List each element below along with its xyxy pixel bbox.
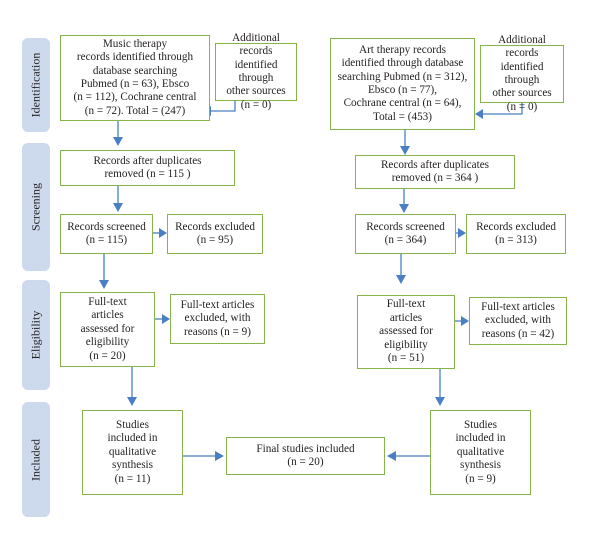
phase-bar-included: Included — [22, 402, 50, 517]
music-fulltext-assessed-text: Full-text articles assessed for eligibil… — [80, 295, 135, 362]
art-fulltext-excluded-box: Full-text articles excluded, with reason… — [469, 297, 567, 345]
art-fulltext-assessed-text: Full-text articles assessed for eligibil… — [379, 298, 433, 365]
music-studies-included-text: Studies included in qualitative synthesi… — [107, 418, 158, 485]
art-studies-included-text: Studies included in qualitative synthesi… — [455, 418, 506, 485]
art-records-screened-box: Records screened (n = 364) — [355, 214, 456, 254]
music-additional-records-text: Additional records identified through ot… — [226, 31, 286, 111]
music-fulltext-assessed-box: Full-text articles assessed for eligibil… — [60, 292, 155, 367]
arrowhead-music-4 — [159, 228, 167, 238]
arrowhead-art-2 — [475, 109, 483, 119]
music-records-identified-text: Music therapy records identified through… — [73, 37, 197, 117]
arrowhead-art-7 — [435, 397, 445, 406]
arrowhead-art-5 — [396, 275, 406, 284]
art-studies-included-box: Studies included in qualitative synthesi… — [430, 410, 531, 495]
art-records-excluded-text: Records excluded (n = 313) — [476, 220, 556, 246]
music-records-screened-text: Records screened (n = 115) — [67, 220, 146, 246]
final-studies-included-text: Final studies included (n = 20) — [256, 442, 355, 468]
music-records-screened-box: Records screened (n = 115) — [60, 214, 153, 254]
arrow-music-additional-to-identified — [210, 101, 236, 112]
music-additional-records-box: Additional records identified through ot… — [215, 32, 297, 111]
art-records-identified-box: Art therapy records identified through d… — [330, 38, 475, 130]
music-records-excluded-text: Records excluded (n = 95) — [175, 220, 255, 246]
art-after-duplicates-text: Records after duplicates removed (n = 36… — [380, 158, 490, 184]
arrowhead-music-7 — [127, 397, 137, 406]
arrowhead-art-3 — [399, 204, 409, 213]
arrowhead-music-8 — [215, 451, 224, 461]
arrowhead-art-6 — [461, 316, 469, 326]
art-additional-records-box: Additional records identified through ot… — [480, 34, 564, 113]
music-after-duplicates-box: Records after duplicates removed (n = 11… — [60, 150, 235, 186]
phase-bar-screening: Screening — [22, 143, 50, 271]
music-records-excluded-box: Records excluded (n = 95) — [167, 214, 263, 254]
art-additional-records-text: Additional records identified through ot… — [492, 33, 552, 113]
art-after-duplicates-box: Records after duplicates removed (n = 36… — [355, 155, 515, 189]
final-studies-included-box: Final studies included (n = 20) — [226, 437, 385, 475]
arrow-art-additional-to-identified — [482, 103, 523, 115]
music-records-identified-box: Music therapy records identified through… — [60, 35, 210, 121]
art-fulltext-excluded-text: Full-text articles excluded, with reason… — [481, 300, 555, 340]
phase-bar-identification: Identification — [22, 38, 50, 132]
art-fulltext-assessed-box: Full-text articles assessed for eligibil… — [357, 295, 455, 369]
music-fulltext-excluded-text: Full-text articles excluded, with reason… — [180, 298, 255, 338]
art-records-excluded-box: Records excluded (n = 313) — [466, 214, 566, 254]
arrowhead-music-6 — [162, 314, 170, 324]
music-studies-included-box: Studies included in qualitative synthesi… — [82, 410, 183, 495]
arrowhead-music-5 — [99, 280, 109, 289]
music-fulltext-excluded-box: Full-text articles excluded, with reason… — [170, 294, 265, 344]
art-records-screened-text: Records screened (n = 364) — [366, 220, 445, 246]
phase-bar-eligibility: Eligibility — [22, 280, 50, 390]
arrowhead-music-3 — [113, 203, 123, 212]
arrowhead-art-8 — [387, 451, 396, 461]
arrowhead-music-1 — [113, 137, 123, 146]
arrowhead-art-4 — [458, 228, 466, 238]
art-records-identified-text: Art therapy records identified through d… — [337, 43, 468, 123]
music-after-duplicates-text: Records after duplicates removed (n = 11… — [93, 154, 202, 180]
arrowhead-art-1 — [400, 146, 410, 155]
